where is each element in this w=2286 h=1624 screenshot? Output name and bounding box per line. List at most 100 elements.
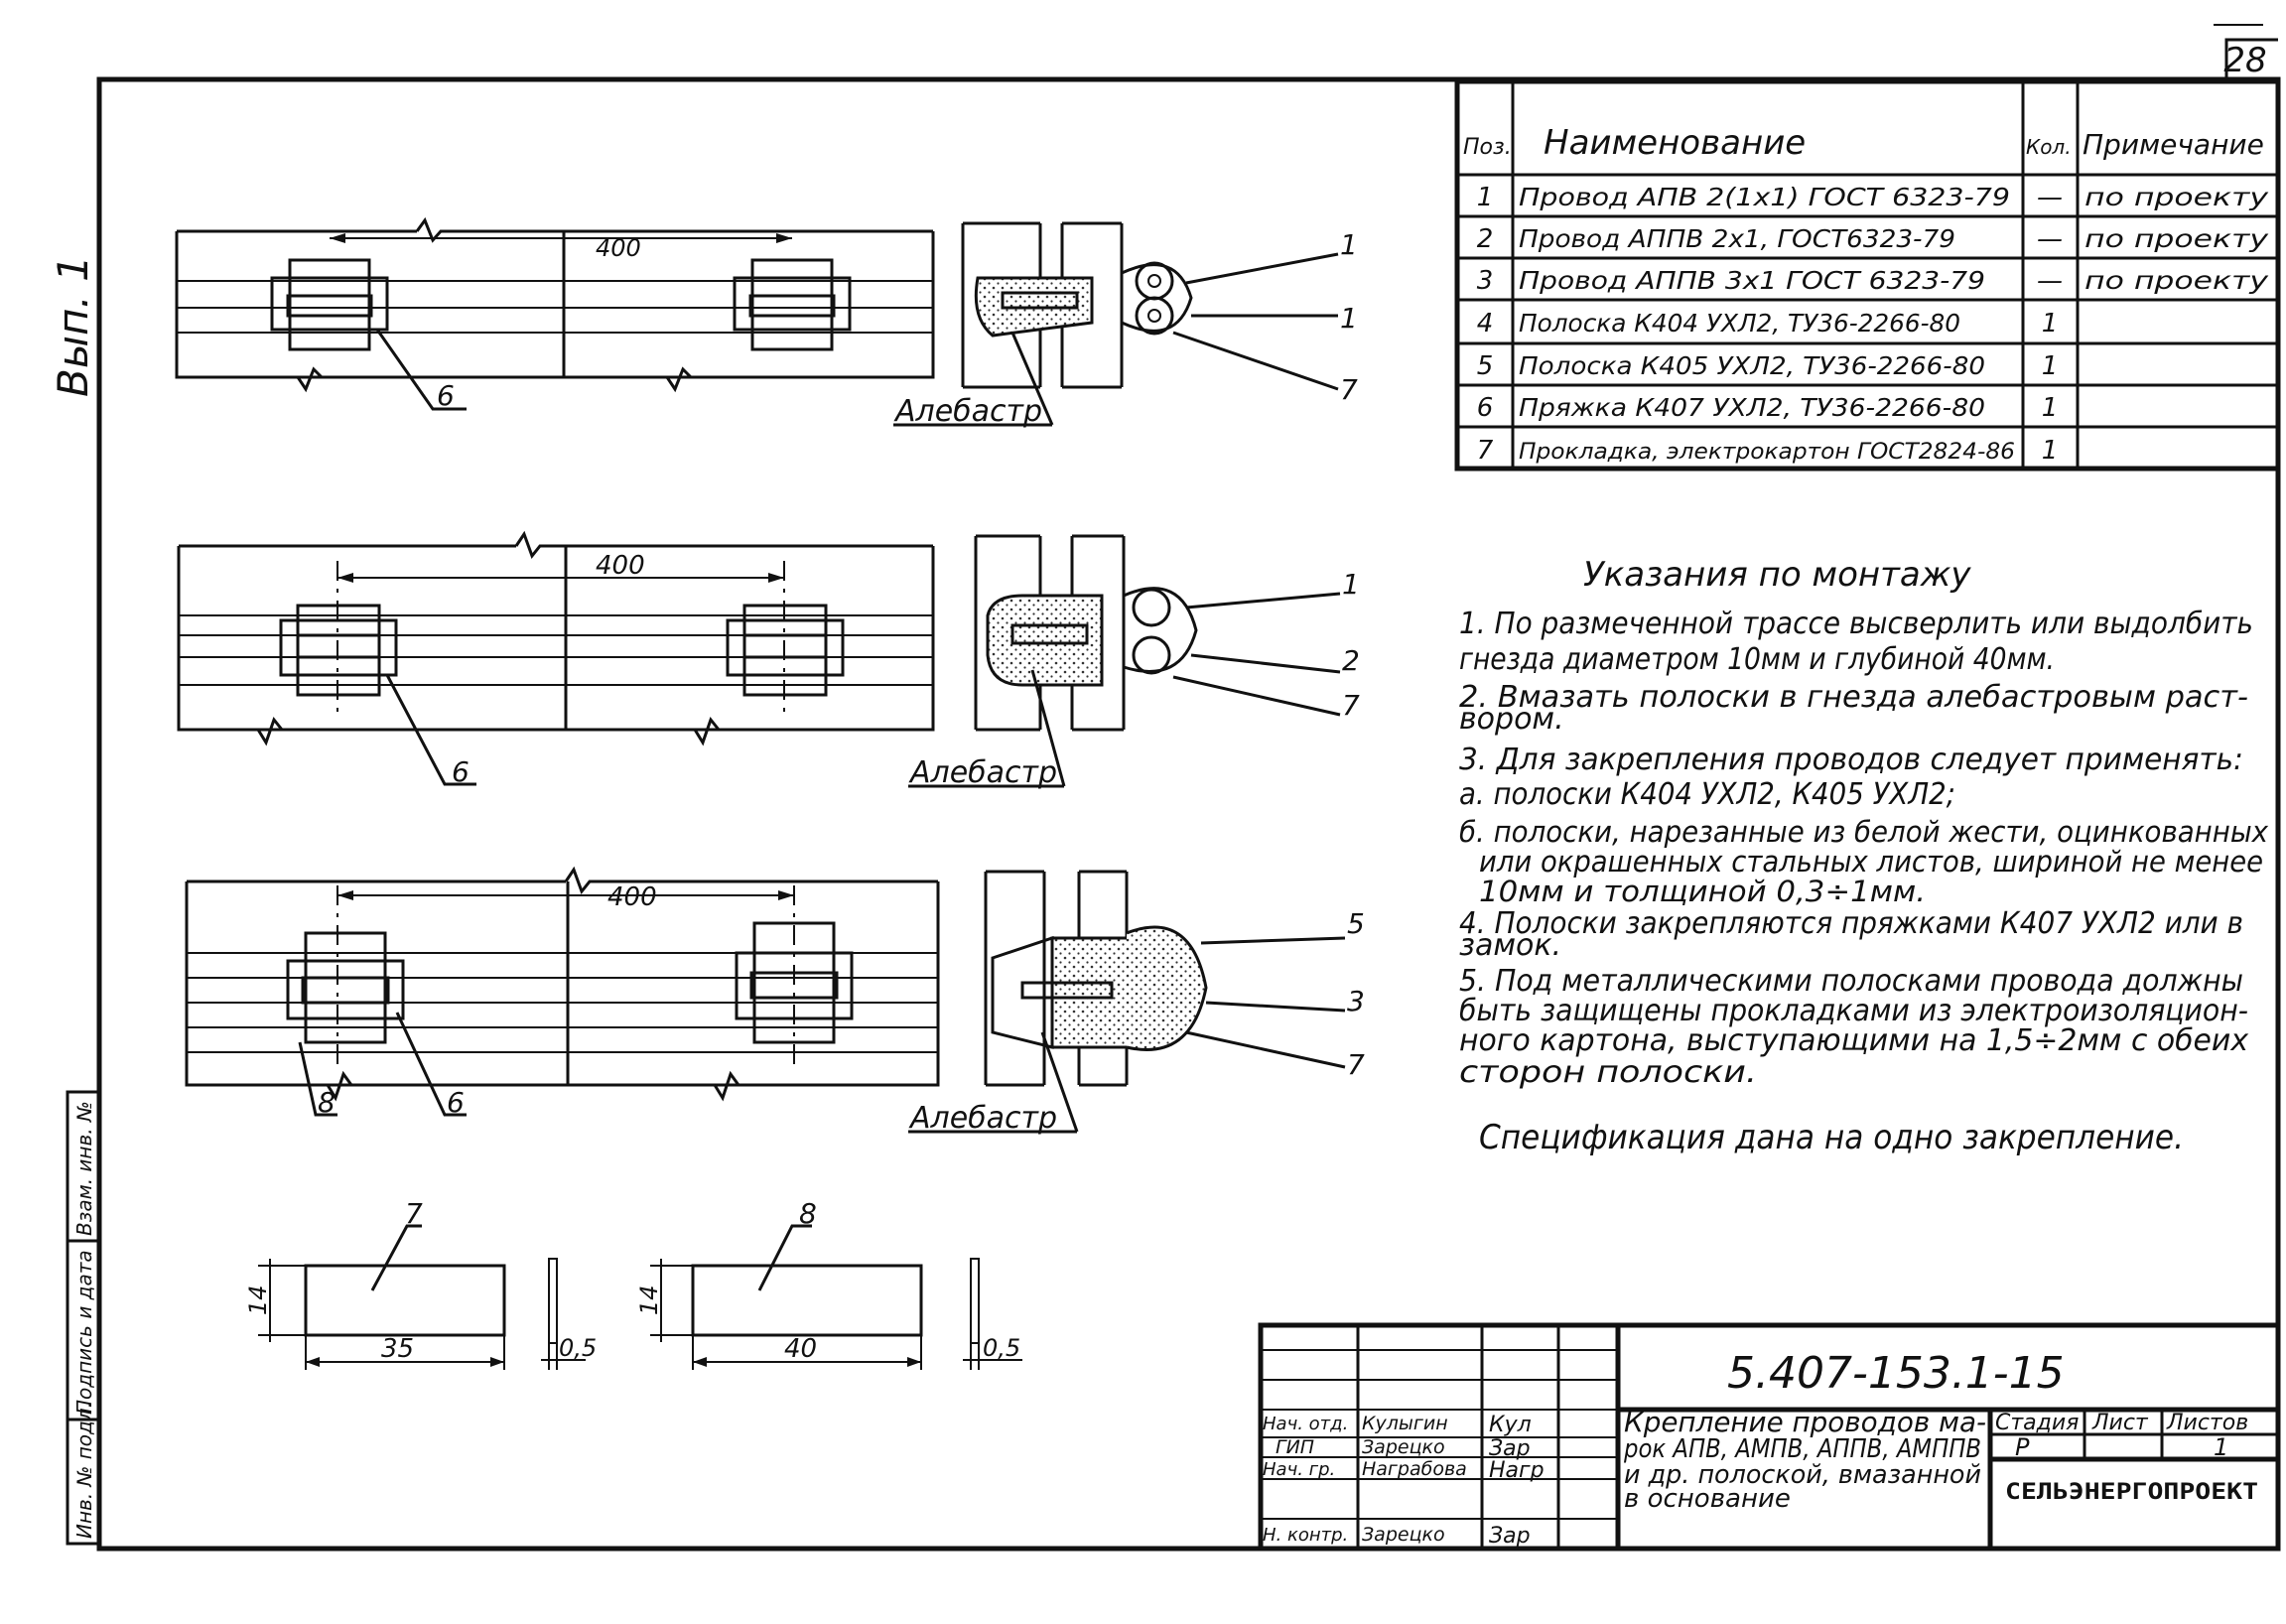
pos-1-label: 1 [1340,302,1358,335]
spec-table: Поз. Наименование Кол. Примечание 1 Пров… [1454,78,2281,472]
sheet-header: Лист [2091,1411,2149,1435]
side-stamp: Инв. № подл. Подпись и дата Взам. инв. № [66,1090,101,1546]
margin-note: Вып. 1 [49,255,97,397]
mounting-instructions: Указания по монтажу 1. По размеченной тр… [1459,555,2269,1157]
wall-section-3: Алебастр 5 3 7 [908,870,1365,1136]
spec-row-note: по проекту [2084,266,2270,295]
instruction-line: 2. Вмазать полоски в гнезда алебастровым… [1459,680,2248,715]
instruction-line: 3. Для закрепления проводов следует прим… [1459,743,2243,777]
side-stamp-replace: Взам. инв. № [72,1101,96,1236]
signer-role: Н. контр. [1263,1525,1348,1546]
instruction-line: б. полоски, нарезанные из белой жести, о… [1459,815,2269,849]
spec-row-qty: 1 [2042,309,2059,338]
instruction-line: а. полоски К404 УХЛ2, К405 УХЛ2; [1459,777,1955,812]
instruction-line: 10мм и толщиной 0,3÷1мм. [1479,875,1926,908]
wall-plan-3: 400 8 6 [185,866,940,1119]
spec-row-name: Провод АПВ 2(1х1) ГОСТ 6323-79 [1519,183,2010,211]
pos-6-label: 6 [447,1086,465,1119]
spec-row-qty: 1 [2042,393,2059,423]
pos-7-label: 7 [1340,373,1358,406]
spec-row-name: Пряжка К407 УХЛ2, ТУ36-2266-80 [1519,393,1985,422]
instructions-title: Указания по монтажу [1583,555,1971,595]
signer-signature: Нагр [1489,1458,1545,1483]
spec-row-qty: — [2037,183,2063,212]
stage-header: Стадия [1995,1411,2079,1435]
pos-6-label: 6 [437,379,455,412]
instruction-line: 1. По размеченной трассе высверлить или … [1459,607,2253,641]
label-alabaster: Алебастр [908,1101,1057,1136]
pos-8-label: 8 [318,1086,336,1119]
title-block: 5.407-153.1-15 Нач. отд. Кулыгин Кул ГИП… [1258,1322,2281,1552]
instruction-line: или окрашенных стальных листов, шириной … [1479,845,2263,879]
dim-400-label: 400 [596,551,645,581]
spec-row-name: Провод АППВ 3х1 ГОСТ 6323-79 [1519,266,1985,295]
part-details: 14 35 7 0,5 14 40 8 0,5 [244,1197,1022,1370]
drawing-title-line: Крепление проводов ма- [1624,1406,1986,1438]
assembly-view-3: 400 8 6 Алебастр 5 [185,866,1365,1136]
wall-plan-1: 400 6 [175,216,935,412]
assembly-view-1: 400 6 Алебастр 1 [175,216,1358,429]
spec-row-pos: 6 [1477,393,1494,423]
signer-name: Зарецко [1362,1524,1445,1546]
pos-3-label: 3 [1347,985,1365,1017]
instruction-line: 5. Под металлическими полосками провода … [1459,964,2243,999]
pos-7-label: 7 [1342,689,1360,722]
instruction-line: быть защищены прокладками из электроизол… [1459,994,2248,1028]
instruction-line: ного картона, выступающими на 1,5÷2мм с … [1459,1023,2248,1058]
instruction-line: замок. [1459,928,1561,963]
sheet-frame: 28 [96,24,2281,1552]
pos-1-label: 1 [1342,568,1360,601]
signer-signature: Зар [1489,1524,1531,1549]
pos-8-label: 8 [799,1197,817,1230]
gasket-height-label: 14 [244,1285,272,1315]
dim-400-label: 400 [596,234,641,262]
spec-row-pos: 1 [1477,183,1494,212]
signer-name: Кулыгин [1362,1413,1448,1434]
signer-signature: Зар [1489,1436,1531,1461]
gasket-width-label: 35 [381,1334,414,1364]
strip-height-label: 14 [635,1285,663,1315]
instruction-line: вором. [1459,702,1564,737]
wall-section-1: Алебастр 1 1 7 [893,221,1358,429]
label-alabaster: Алебастр [908,755,1057,790]
spec-row-name: Полоска К405 УХЛ2, ТУ36-2266-80 [1519,351,1985,380]
spec-row-pos: 3 [1477,266,1494,296]
instruction-line: сторон полоски. [1459,1055,1757,1090]
spec-row-note: по проекту [2084,183,2270,211]
spec-row-name: Провод АППВ 2х1, ГОСТ6323-79 [1519,224,1955,253]
spec-row-note: по проекту [2084,224,2270,253]
spec-row-qty: 1 [2042,351,2059,381]
signer-role: ГИП [1276,1436,1314,1458]
organization: СЕЛЬЭНЕРГОПРОЕКТ [2005,1480,2258,1505]
instruction-line: 4. Полоски закрепляются пряжками К407 УХ… [1459,906,2243,941]
spec-row-name: Прокладка, электрокартон ГОСТ2824-86 [1519,440,2015,465]
thickness-label: 0,5 [983,1334,1020,1362]
wall-section-2: Алебастр 1 2 7 [908,534,1360,790]
signer-role: Нач. гр. [1263,1459,1335,1480]
spec-row-pos: 2 [1477,224,1494,254]
spec-header-name: Наименование [1544,123,1806,163]
sheets-header: Листов [2166,1411,2248,1435]
pos-2-label: 2 [1342,644,1360,677]
pos-1-label: 1 [1340,228,1358,261]
drawing-title-line: и др. полоской, вмазанной [1624,1460,1981,1490]
pos-7-label: 7 [405,1197,423,1230]
spec-row-pos: 7 [1477,436,1494,466]
instruction-line: гнезда диаметром 10мм и глубиной 40мм. [1459,642,2055,677]
signer-role: Нач. отд. [1263,1414,1348,1434]
spec-header-qty: Кол. [2026,135,2072,159]
spec-row-qty: — [2037,266,2063,296]
sheets-value: 1 [2214,1433,2228,1461]
spec-row-name: Полоска К404 УХЛ2, ТУ36-2266-80 [1519,309,1960,338]
assembly-view-2: 400 6 Алебастр 1 2 7 [177,530,1360,790]
drawing-title-line: в основание [1624,1484,1791,1514]
thickness-label: 0,5 [559,1334,597,1362]
spec-row-qty: — [2037,224,2063,254]
dim-400-label: 400 [607,882,657,912]
pos-6-label: 6 [452,755,470,788]
doc-code: 5.407-153.1-15 [1727,1348,2065,1399]
signer-signature: Кул [1489,1413,1532,1437]
label-alabaster: Алебастр [893,394,1042,429]
sheet-number: 28 [2223,41,2266,80]
